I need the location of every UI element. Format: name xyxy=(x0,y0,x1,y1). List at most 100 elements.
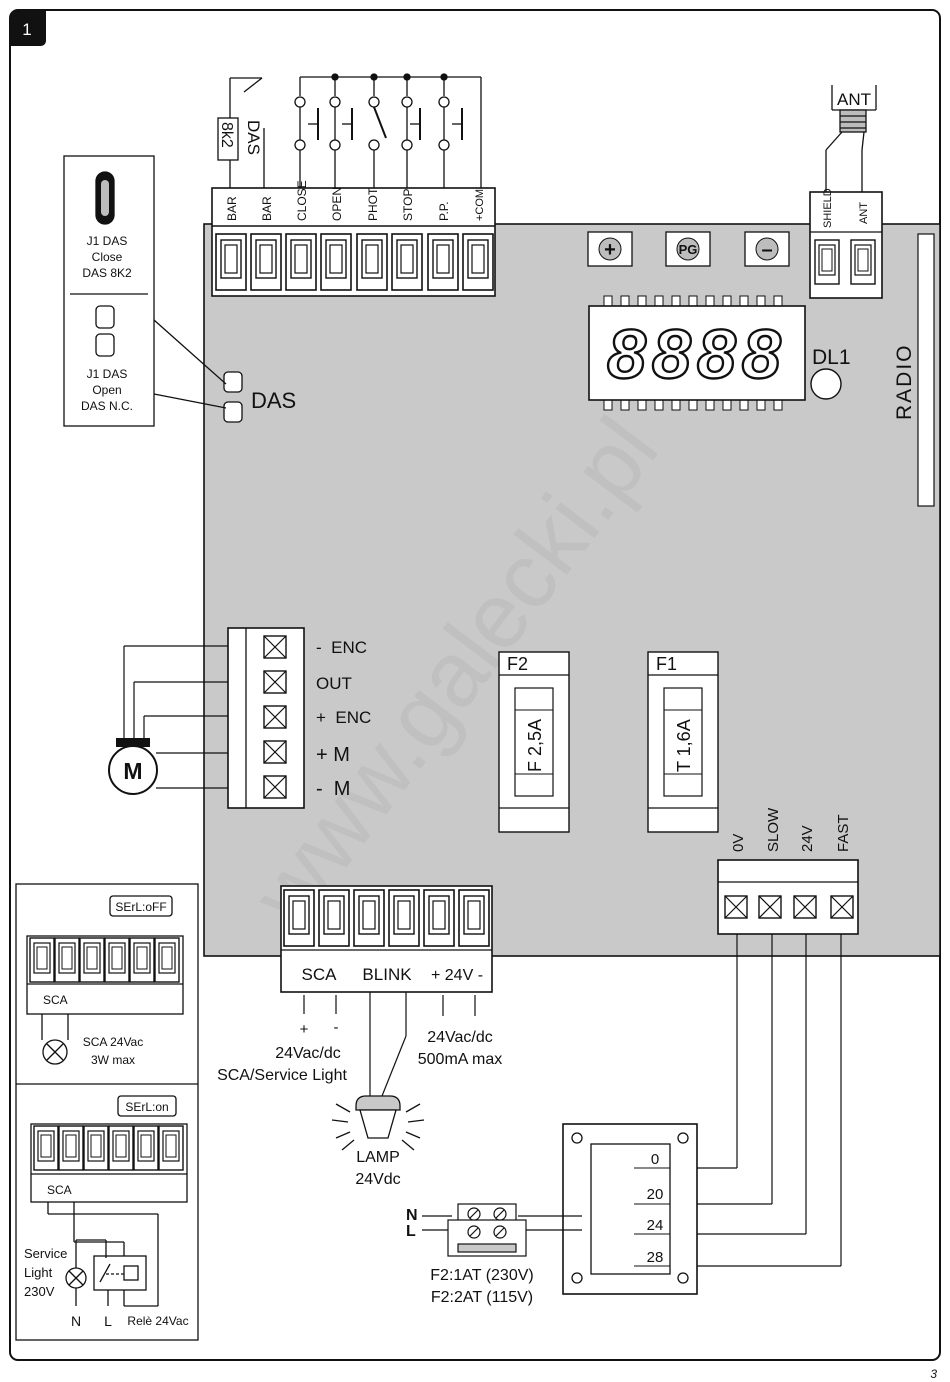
terminal-label-fast: FAST xyxy=(835,814,852,852)
transformer xyxy=(562,1123,698,1295)
terminal-label-0v: 0V xyxy=(730,834,747,852)
figure-number-tab xyxy=(10,10,46,46)
minus-button-label: – xyxy=(761,239,772,261)
antenna-label: ANT xyxy=(837,90,871,109)
encoder-label-minus-enc: - ENC xyxy=(316,638,367,657)
sca-plus-sign: + xyxy=(300,1021,309,1038)
bottom-wiring xyxy=(303,992,476,1097)
fuse-f1-title: F1 xyxy=(656,654,677,674)
sca-caption-line2: SCA/Service Light xyxy=(217,1067,347,1084)
side-sca-label-2: SCA xyxy=(47,1183,72,1197)
das-jumper-pin-2[interactable] xyxy=(223,401,243,423)
fuse-f2-rating: F 2,5A xyxy=(525,719,545,772)
mains-fuse-line1: F2:1AT (230V) xyxy=(430,1267,533,1284)
terminal-label-stop: STOP xyxy=(401,189,415,221)
sca-lamp-line1: SCA 24Vac xyxy=(83,1035,143,1049)
mains-fuse-block xyxy=(422,1203,582,1257)
terminal-label-phot: PHOT xyxy=(366,187,380,221)
antenna-connector xyxy=(809,85,883,299)
fuse-f2: F2 F 2,5A xyxy=(498,651,570,833)
motor-wiring xyxy=(123,645,228,789)
encoder-label-plus-enc: + ENC xyxy=(316,708,371,727)
seven-segment-display: 8888 xyxy=(588,295,806,411)
terminal-label-bar-1: BAR xyxy=(225,196,239,221)
transformer-tap-24: 24 xyxy=(647,1217,664,1234)
terminal-label-slow: SLOW xyxy=(765,807,782,852)
relay-label: Relè 24Vac xyxy=(127,1314,188,1328)
fuse-f1: F1 T 1,6A xyxy=(647,651,719,833)
lamp-caption-line2: 24Vdc xyxy=(355,1171,400,1188)
fuse-f1-rating: T 1,6A xyxy=(674,719,694,772)
transformer-tap-20: 20 xyxy=(647,1186,664,1203)
bottom-terminal-strip xyxy=(280,885,493,993)
das-jumper-label: DAS xyxy=(251,388,296,413)
power-caption-line1: 24Vac/dc xyxy=(427,1029,493,1046)
fuse-f2-title: F2 xyxy=(507,654,528,674)
terminal-label-blink: BLINK xyxy=(362,965,412,984)
service-light-line2: Light xyxy=(24,1265,53,1280)
mains-n-label: N xyxy=(406,1207,418,1224)
motor-symbol-label: M xyxy=(123,758,142,784)
sca-caption-line1: 24Vac/dc xyxy=(275,1045,341,1062)
terminal-label-open: OPEN xyxy=(330,187,344,221)
sca-minus-sign: - xyxy=(334,1019,339,1036)
minus-button[interactable]: – xyxy=(744,231,790,267)
plus-button-label: + xyxy=(604,239,616,261)
jumper-close-line2: Close xyxy=(92,250,123,264)
motor-terminal-block xyxy=(227,627,305,809)
jumper-open-line2: Open xyxy=(92,383,121,397)
service-light-line1: Service xyxy=(24,1246,67,1261)
terminal-label-shield: SHIELD xyxy=(822,188,834,228)
resistor-8k2-label: 8k2 xyxy=(218,122,235,148)
side-l-label: L xyxy=(104,1313,112,1329)
terminal-label-close: CLOSE xyxy=(295,180,309,221)
plus-button[interactable]: + xyxy=(587,231,633,267)
sca-mode-panel xyxy=(15,883,199,1341)
das-input-wiring xyxy=(217,77,265,188)
sca-mode-off-label: SErL:oFF xyxy=(115,900,166,914)
terminal-label-24v-power: + 24V - xyxy=(431,967,483,984)
dl1-led xyxy=(810,368,842,400)
side-sca-label-1: SCA xyxy=(43,993,68,1007)
jumper-info-box xyxy=(63,155,227,427)
transformer-tap-0: 0 xyxy=(651,1151,659,1168)
power-caption-line2: 500mA max xyxy=(418,1051,502,1068)
radio-slot xyxy=(917,233,935,507)
motor-icon xyxy=(108,745,158,795)
jumper-close-line3: DAS 8K2 xyxy=(82,266,132,280)
control-board xyxy=(203,223,941,957)
terminal-label-sca: SCA xyxy=(302,965,338,984)
sca-mode-on-label: SErL:on xyxy=(125,1100,168,1114)
lamp-icon xyxy=(331,1095,425,1151)
figure-number: 1 xyxy=(22,20,31,39)
das-jumper-pin-1[interactable] xyxy=(223,371,243,393)
input-contacts xyxy=(294,73,482,188)
terminal-label-bar-2: BAR xyxy=(260,196,274,221)
pg-button[interactable]: PG xyxy=(665,231,711,267)
motor-label-plus-m: + M xyxy=(316,744,350,766)
encoder-label-out: OUT xyxy=(316,674,352,693)
terminal-label-pp: P.P. xyxy=(437,201,451,221)
service-light-line3: 230V xyxy=(24,1284,55,1299)
radio-label: RADIO xyxy=(893,343,916,420)
page-number: 3 xyxy=(930,1367,937,1381)
jumper-open-line1: J1 DAS xyxy=(87,367,128,381)
dl1-label: DL1 xyxy=(812,346,851,369)
lamp-caption-line1: LAMP xyxy=(356,1149,400,1166)
top-terminal-strip: BAR BAR CLOSE OPEN PHOT STOP P.P. +COM xyxy=(211,180,496,297)
display-digits: 8888 xyxy=(607,315,787,393)
sca-lamp-line2: 3W max xyxy=(91,1053,135,1067)
motor-label-minus-m: - M xyxy=(316,778,350,800)
das-switch-label: DAS xyxy=(244,120,263,155)
mains-l-label: L xyxy=(406,1223,416,1240)
jumper-open-line3: DAS N.C. xyxy=(81,399,133,413)
side-n-label: N xyxy=(71,1313,81,1329)
terminal-label-ant: ANT xyxy=(858,202,870,224)
jumper-close-line1: J1 DAS xyxy=(87,234,128,248)
pg-button-label: PG xyxy=(679,242,698,257)
mains-fuse-line2: F2:2AT (115V) xyxy=(431,1289,533,1306)
transformer-tap-28: 28 xyxy=(647,1249,664,1266)
motor-encoder-cap xyxy=(116,738,150,747)
terminal-label-24v: 24V xyxy=(799,825,816,852)
